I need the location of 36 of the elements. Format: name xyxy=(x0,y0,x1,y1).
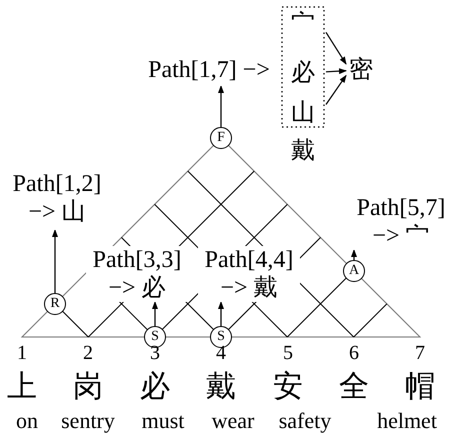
path-label: Path[4,4] −> 戴 xyxy=(198,246,300,302)
character-text: 密 xyxy=(346,55,376,85)
character-text: 全 xyxy=(339,370,369,404)
position-number: 5 xyxy=(283,342,293,365)
arrow xyxy=(351,249,357,260)
character-text: 岗 xyxy=(73,370,103,404)
arrow xyxy=(152,301,158,326)
character-text: 帽 xyxy=(405,370,435,404)
character-text: 宀 xyxy=(280,8,326,38)
arrow xyxy=(326,74,347,105)
arrow xyxy=(52,229,58,293)
position-number: 2 xyxy=(83,342,93,365)
arrow xyxy=(326,68,347,74)
circle-marker: F xyxy=(210,127,232,149)
word-text: on xyxy=(16,408,38,434)
arrow xyxy=(326,32,347,65)
position-number: 7 xyxy=(415,342,425,365)
path-label: Path[3,3] −> 必 xyxy=(86,246,188,302)
word-text: sentry xyxy=(61,408,115,434)
character-text: 戴 xyxy=(206,370,236,404)
character-text: 必 xyxy=(140,370,170,404)
word-text: safety xyxy=(278,408,332,434)
character-text: 山 xyxy=(280,98,326,128)
arrow xyxy=(218,301,224,326)
arrow xyxy=(218,85,224,127)
character-text: 戴 xyxy=(290,137,316,166)
position-number: 1 xyxy=(17,342,27,365)
position-number: 6 xyxy=(349,342,359,365)
character-text: 安 xyxy=(273,370,303,404)
word-text: helmet xyxy=(377,408,437,434)
character-text: 必 xyxy=(280,58,326,88)
character-text: 上 xyxy=(7,370,37,404)
word-text: wear xyxy=(212,408,254,434)
circle-marker: R xyxy=(44,293,66,315)
circle-marker: A xyxy=(343,260,365,282)
word-text: must xyxy=(142,408,184,434)
